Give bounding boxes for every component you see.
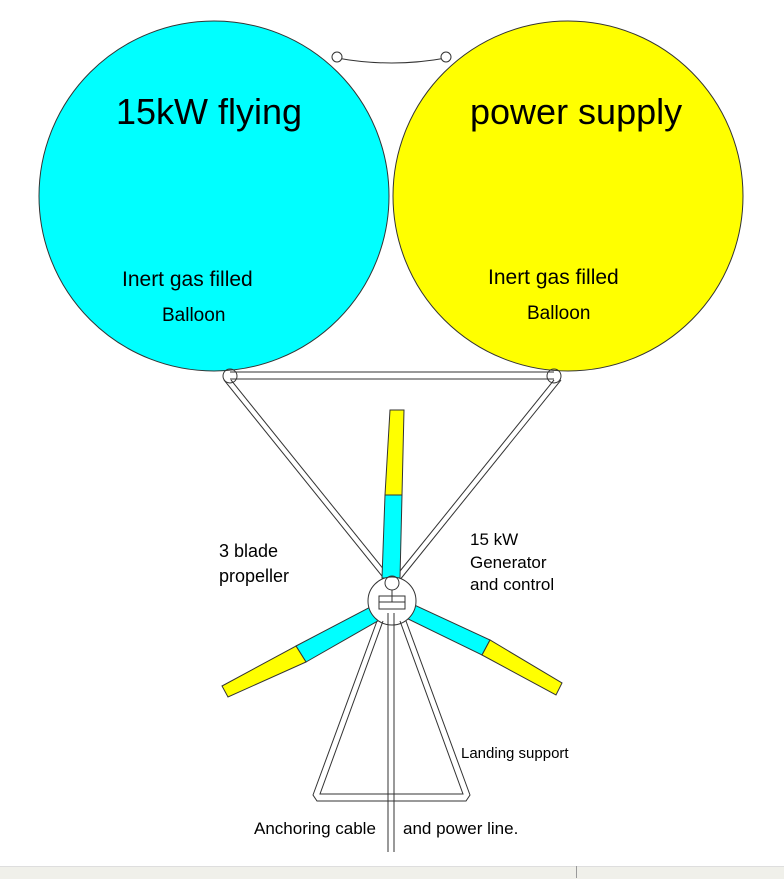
- left-tether-a: [223, 379, 387, 582]
- left-balloon-label-line2: Balloon: [162, 305, 225, 326]
- window-bottom-bar: [0, 866, 784, 879]
- blade-left-root: [295, 603, 384, 663]
- anchor-label-right: and power line.: [403, 819, 518, 838]
- propeller-label-line1: 3 blade: [219, 541, 278, 561]
- generator-label-line1: 15 kW: [470, 530, 518, 549]
- right-balloon-label-line1: Inert gas filled: [488, 266, 619, 289]
- title-left: 15kW flying: [116, 91, 302, 132]
- blade-left-tip: [221, 645, 307, 698]
- blade-top-root: [381, 494, 403, 579]
- right-tether-b: [398, 379, 562, 582]
- generator-label-line2: Generator: [470, 553, 547, 572]
- generator-label-line3: and control: [470, 575, 554, 594]
- left-balloon: [38, 20, 390, 372]
- blade-right-tip: [481, 639, 563, 696]
- top-left-ring: [331, 51, 343, 63]
- blade-top-tip: [384, 409, 405, 496]
- landing-support-label: Landing support: [461, 745, 569, 762]
- right-balloon: [392, 20, 744, 372]
- top-connector-cable: [336, 57, 447, 64]
- bottom-right-ring: [546, 368, 562, 384]
- right-tether-a: [391, 379, 555, 582]
- title-right: power supply: [470, 91, 682, 132]
- window-bottom-bar-divider: [576, 866, 577, 878]
- right-balloon-label-line2: Balloon: [527, 303, 590, 324]
- propeller: [221, 409, 563, 698]
- landing-support-inner: [319, 620, 464, 795]
- top-right-ring: [440, 51, 452, 63]
- landing-support-outer: [312, 620, 471, 802]
- anchor-label-left: Anchoring cable: [254, 819, 376, 838]
- left-tether-b: [230, 379, 394, 582]
- left-balloon-label-line1: Inert gas filled: [122, 268, 253, 291]
- bottom-left-ring: [222, 368, 238, 384]
- propeller-label-line2: propeller: [219, 566, 289, 586]
